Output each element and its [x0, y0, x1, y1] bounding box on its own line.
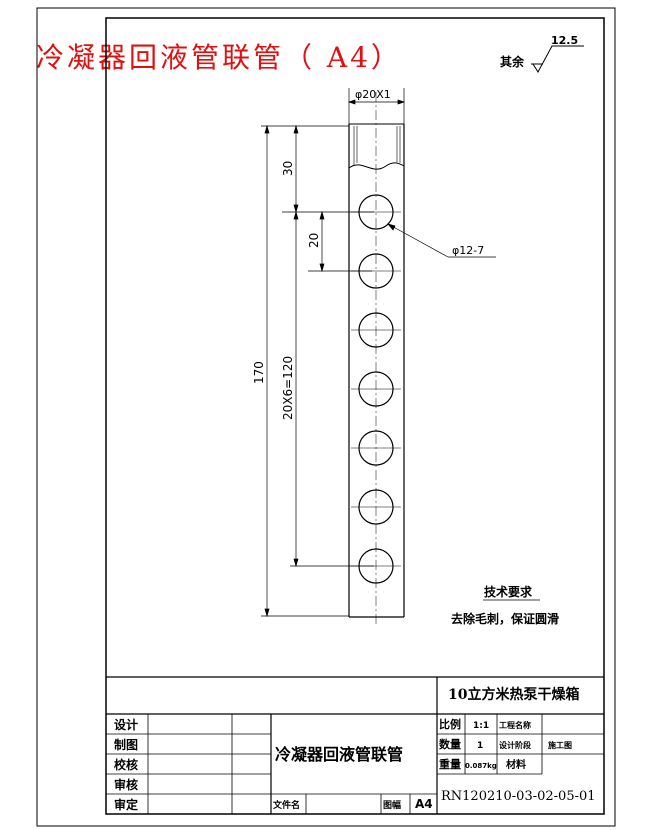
outer-frame — [36, 7, 616, 827]
dim-170-text: 170 — [252, 361, 266, 384]
dim-20 — [319, 210, 325, 273]
title-block-lines — [106, 676, 604, 814]
dim-170 — [264, 124, 270, 618]
role-label: 制图 — [114, 737, 138, 752]
role-label: 审定 — [114, 797, 138, 812]
scale-label: 比例 — [439, 717, 461, 731]
hole-callout-text: φ12-7 — [452, 244, 484, 257]
pipe-body — [348, 92, 405, 625]
hole-5 — [351, 430, 401, 466]
hole-3 — [351, 312, 401, 348]
dim-30 — [293, 124, 299, 214]
roughness-prefix: 其余 — [500, 54, 525, 69]
qty-value: 1 — [477, 741, 483, 751]
roughness-symbol: 其余 12.5 — [500, 34, 584, 73]
weight-label: 重量 — [439, 757, 461, 771]
drawing-number: RN120210-03-02-05-01 — [441, 789, 596, 804]
stage-value: 施工图 — [548, 740, 572, 750]
dim-top-width — [347, 88, 406, 124]
role-label: 校核 — [114, 757, 138, 772]
part-name: 冷凝器回液管联管 — [275, 745, 403, 764]
role-label: 设计 — [114, 717, 138, 732]
project-name-label: 工程名称 — [499, 720, 531, 730]
material-label: 材料 — [506, 758, 526, 771]
drawing-title-red: 冷凝器回液管联管（ A4） — [36, 41, 402, 74]
sheet-size-label: 图幅 — [383, 799, 401, 811]
hole-leader — [387, 223, 496, 258]
qty-label: 数量 — [439, 737, 461, 751]
dim-pitch — [293, 210, 299, 568]
sheet-size-value: A4 — [415, 797, 433, 811]
dim-20-text: 20 — [307, 233, 321, 248]
dim-pitch-text: 20X6=120 — [281, 356, 295, 420]
notes-heading: 技术要求 — [484, 584, 533, 599]
extension-lines — [261, 125, 374, 617]
role-label: 审核 — [114, 777, 138, 792]
hole-6 — [351, 489, 401, 525]
weight-value: 0.087kg — [465, 762, 497, 770]
notes-text: 去除毛刺，保证圆滑 — [451, 611, 559, 626]
dim-top-width-text: φ20X1 — [355, 88, 391, 101]
scale-value: 1:1 — [473, 721, 489, 731]
project-name: 10立方米热泵干燥箱 — [448, 686, 579, 703]
stage-label: 设计阶段 — [499, 740, 531, 750]
dim-30-text: 30 — [281, 161, 295, 176]
file-name-label: 文件名 — [272, 799, 300, 811]
hole-4 — [351, 371, 401, 407]
roughness-value: 12.5 — [551, 34, 578, 47]
inner-frame — [105, 17, 605, 815]
